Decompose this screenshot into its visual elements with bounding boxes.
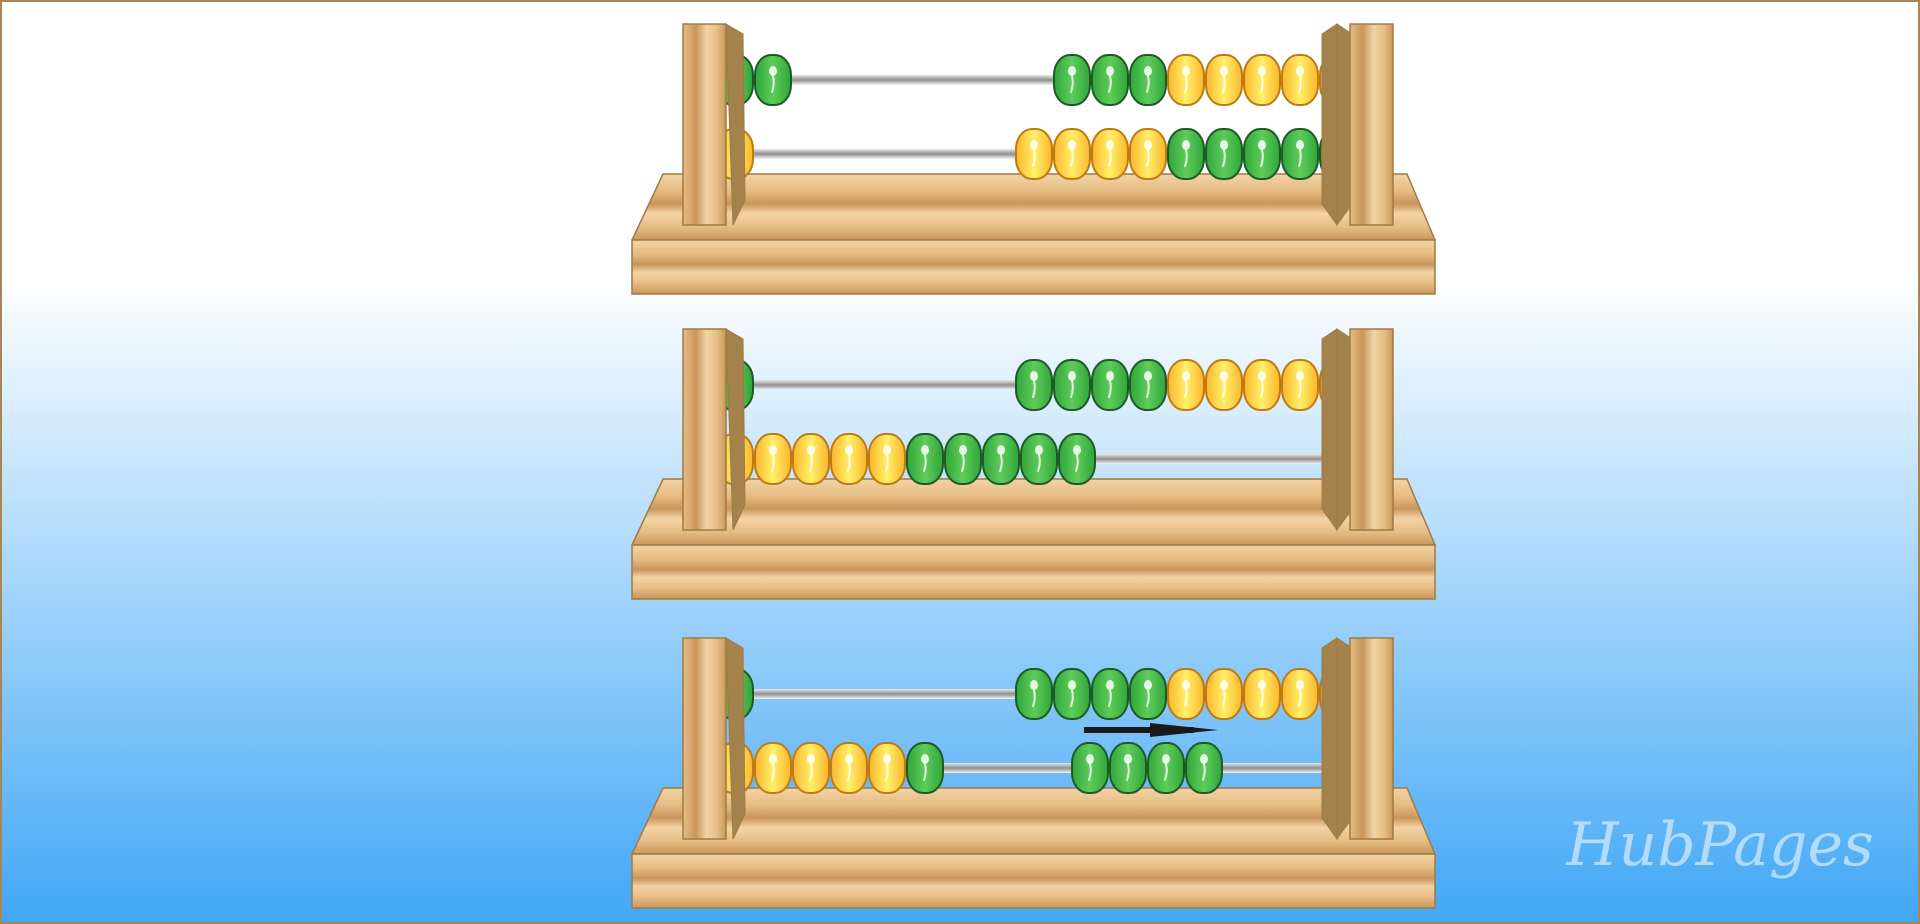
- yellow-bead: [1205, 359, 1243, 411]
- yellow-bead: [1281, 359, 1319, 411]
- abacus-base: [630, 478, 1437, 600]
- yellow-bead: [830, 433, 868, 485]
- bead-row-2: [716, 433, 1096, 485]
- green-bead: [1058, 433, 1096, 485]
- green-bead: [906, 433, 944, 485]
- green-bead: [1015, 359, 1053, 411]
- yellow-bead: [1205, 54, 1243, 106]
- green-bead: [1281, 128, 1319, 180]
- yellow-bead: [754, 433, 792, 485]
- yellow-bead: [1167, 54, 1205, 106]
- yellow-bead: [1243, 54, 1281, 106]
- green-bead: [1167, 128, 1205, 180]
- green-bead: [1020, 433, 1058, 485]
- yellow-bead: [1129, 128, 1167, 180]
- green-bead: [1109, 742, 1147, 794]
- yellow-bead: [868, 742, 906, 794]
- green-bead: [1129, 54, 1167, 106]
- abacus-base: [630, 173, 1437, 295]
- green-bead: [982, 433, 1020, 485]
- bead-row-1: [716, 359, 1357, 411]
- yellow-bead: [1167, 359, 1205, 411]
- green-bead: [1185, 742, 1223, 794]
- abacus-posts: [682, 23, 1394, 227]
- green-bead: [1205, 128, 1243, 180]
- green-bead: [1243, 128, 1281, 180]
- move-right-arrow: [1084, 723, 1218, 737]
- abacus-base: [630, 787, 1437, 909]
- yellow-bead: [754, 742, 792, 794]
- yellow-bead: [792, 433, 830, 485]
- green-bead: [1053, 359, 1091, 411]
- abacus-step-1: [630, 23, 1437, 295]
- yellow-bead: [792, 742, 830, 794]
- green-bead: [944, 433, 982, 485]
- green-bead: [1129, 668, 1167, 720]
- green-bead: [1053, 54, 1091, 106]
- hubpages-watermark: HubPages: [1565, 810, 1874, 880]
- yellow-bead: [1091, 128, 1129, 180]
- green-bead: [1091, 668, 1129, 720]
- green-bead: [1129, 359, 1167, 411]
- abacus-step-2: [630, 328, 1437, 600]
- yellow-bead: [1205, 668, 1243, 720]
- green-bead: [1071, 742, 1109, 794]
- green-bead: [906, 742, 944, 794]
- yellow-bead: [1015, 128, 1053, 180]
- yellow-bead: [1281, 54, 1319, 106]
- yellow-bead: [1281, 668, 1319, 720]
- green-bead: [754, 54, 792, 106]
- yellow-bead: [1167, 668, 1205, 720]
- yellow-bead: [868, 433, 906, 485]
- abacus-step-3: [630, 637, 1437, 909]
- yellow-bead: [830, 742, 868, 794]
- green-bead: [1147, 742, 1185, 794]
- green-bead: [1091, 359, 1129, 411]
- green-bead: [1053, 668, 1091, 720]
- yellow-bead: [1243, 668, 1281, 720]
- yellow-bead: [1053, 128, 1091, 180]
- green-bead: [1015, 668, 1053, 720]
- abacus-posts: [682, 328, 1394, 532]
- yellow-bead: [1243, 359, 1281, 411]
- green-bead: [1091, 54, 1129, 106]
- abacus-posts: [682, 637, 1394, 841]
